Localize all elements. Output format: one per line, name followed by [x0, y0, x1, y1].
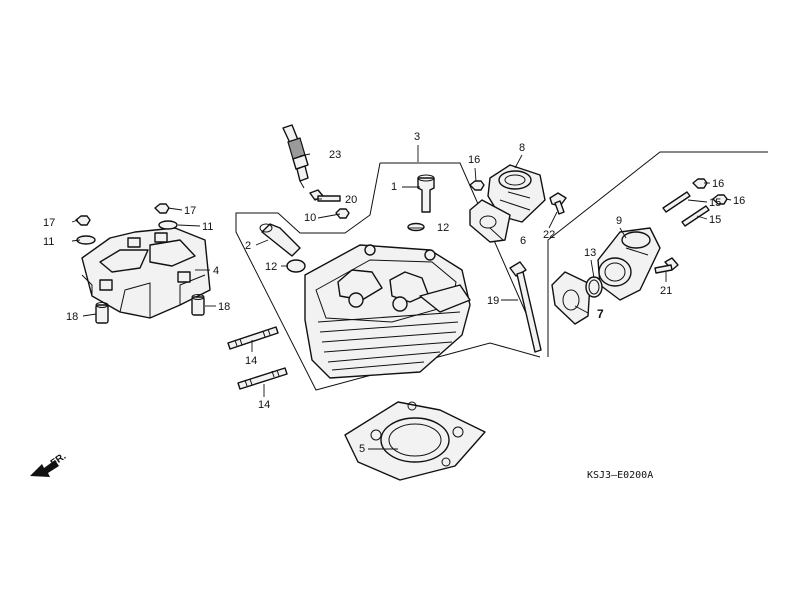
callout-15-lower: 15	[709, 214, 721, 226]
long-bolt	[509, 261, 542, 353]
rocker-nuts-washers	[75, 203, 178, 245]
exhaust-studs-nuts	[654, 178, 728, 274]
callout-18-left: 18	[66, 311, 78, 323]
callout-5: 5	[359, 443, 365, 455]
callout-20: 20	[345, 194, 357, 206]
valve-guide-1	[417, 174, 435, 213]
callout-16-intake: 16	[468, 154, 480, 166]
callout-15-upper: 15	[709, 197, 721, 209]
exhaust-gasket	[551, 271, 591, 325]
front-direction-arrow: FR.	[30, 451, 68, 477]
callout-11-left: 11	[43, 236, 54, 248]
stud-bolts	[227, 326, 288, 390]
callout-16-lower-right: 16	[733, 195, 745, 207]
callout-labels: 1 2 3 4 5 6 7 8 9 10 11 11 12 12 13 14 1…	[43, 131, 745, 455]
leader-lines	[71, 145, 732, 450]
callout-19: 19	[487, 295, 499, 307]
intake-gasket	[469, 199, 511, 243]
callout-7: 7	[597, 307, 604, 321]
rocker-arm-holder	[81, 227, 211, 319]
dowel-pins	[95, 294, 205, 324]
callout-21: 21	[660, 285, 672, 297]
valve-guide-2	[259, 223, 301, 257]
callout-3: 3	[414, 131, 420, 143]
callout-12-left: 12	[265, 261, 277, 273]
callout-22: 22	[543, 229, 555, 241]
small-nuts-16-22	[469, 180, 567, 215]
callout-16-upper-right: 16	[712, 178, 724, 190]
spark-plug	[282, 124, 309, 189]
callout-14-upper: 14	[245, 355, 257, 367]
callout-18-right: 18	[218, 301, 230, 313]
callout-17-left: 17	[43, 217, 55, 229]
callout-11-right: 11	[202, 221, 213, 233]
callout-14-lower: 14	[258, 399, 270, 411]
callout-10: 10	[304, 212, 316, 224]
exhaust-ring	[585, 276, 603, 298]
diagram-code: KSJ3—E0200A	[587, 470, 653, 481]
callout-6: 6	[520, 235, 526, 247]
callout-2: 2	[245, 240, 251, 252]
callout-1: 1	[391, 181, 397, 193]
head-gasket	[344, 401, 486, 481]
intake-pipe	[487, 164, 546, 223]
callout-9: 9	[616, 215, 622, 227]
callout-13: 13	[584, 247, 596, 259]
callout-23: 23	[329, 149, 341, 161]
callout-4: 4	[213, 265, 219, 277]
callout-8: 8	[519, 142, 525, 154]
callout-12-right: 12	[437, 222, 449, 234]
callout-17-right: 17	[184, 205, 196, 217]
exhaust-flange	[597, 227, 661, 301]
cylinder-head	[304, 244, 471, 379]
